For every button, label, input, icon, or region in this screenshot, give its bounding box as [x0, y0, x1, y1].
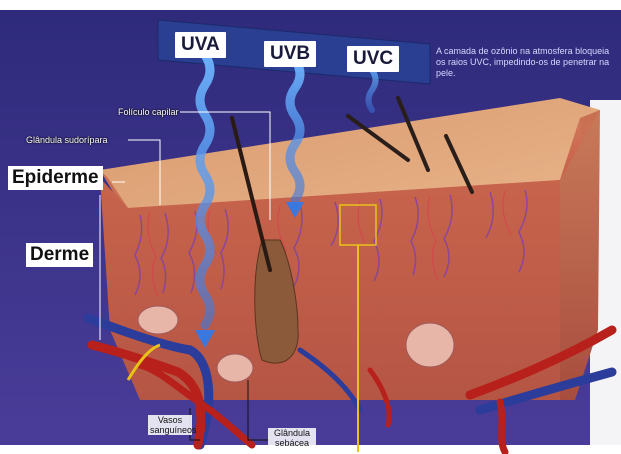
- epidermis-label: Epiderme: [8, 166, 103, 190]
- uvb-label: UVB: [264, 41, 316, 67]
- sweat-gland-label: Glândula sudorípara: [26, 135, 108, 145]
- dermis-label: Derme: [26, 243, 93, 267]
- blood-vessels-label: Vasos sanguíneos: [148, 415, 192, 435]
- sebaceous-gland-label: Glândula sebácea: [268, 428, 316, 448]
- uva-label: UVA: [175, 32, 226, 58]
- uvc-label: UVC: [347, 46, 399, 72]
- hair-follicle-label: Folículo capilar: [118, 107, 179, 117]
- ozone-note: A camada de ozônio na atmosfera bloqueia…: [436, 46, 616, 79]
- top-strip: [0, 0, 621, 10]
